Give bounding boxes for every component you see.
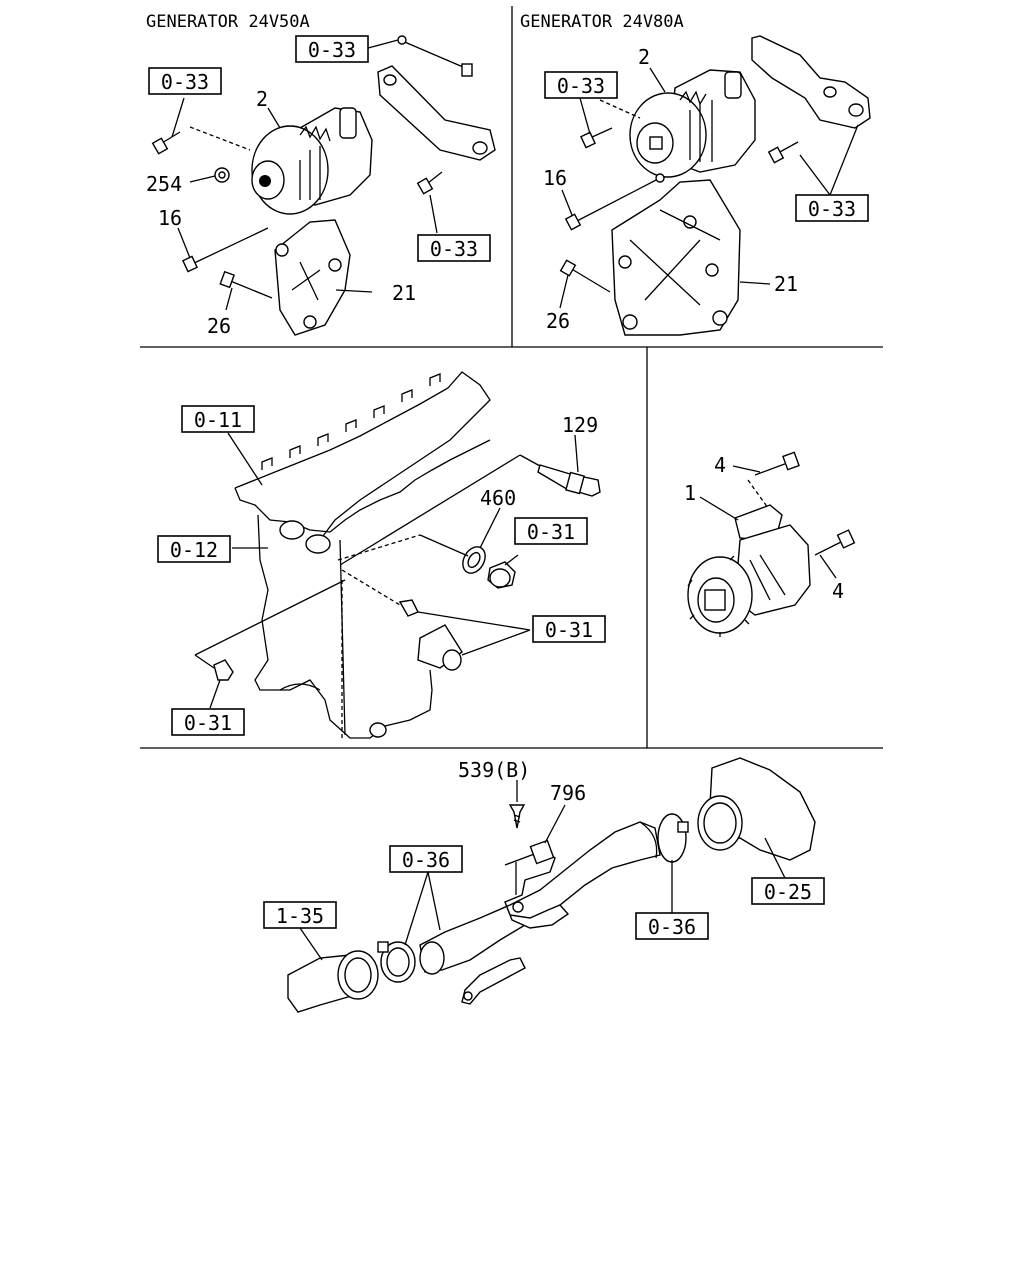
svg-text:0-31: 0-31 [545, 618, 593, 642]
sensor-bracket [504, 839, 570, 929]
leaders-intake [299, 780, 786, 961]
part-4-top-label: 4 [714, 453, 726, 477]
lower-bracket-80a [611, 179, 741, 336]
ref-0-33-left-80a[interactable]: 0-33 [544, 71, 618, 99]
svg-text:0-36: 0-36 [402, 848, 450, 872]
ref-0-36-right[interactable]: 0-36 [635, 912, 709, 940]
ref-0-36-left[interactable]: 0-36 [389, 845, 463, 873]
part-460-label: 460 [480, 486, 516, 510]
part-4-right-label: 4 [832, 579, 844, 603]
ref-0-12[interactable]: 0-12 [157, 535, 231, 563]
panel-dividers [140, 6, 883, 749]
leaders-50a [171, 39, 438, 311]
part-129-label: 129 [562, 413, 598, 437]
gasket-460 [462, 546, 486, 574]
svg-text:0-33: 0-33 [557, 74, 605, 98]
upper-bracket-50a [377, 35, 496, 161]
part-21-80a-label: 21 [774, 272, 798, 296]
svg-text:0-25: 0-25 [764, 880, 812, 904]
ref-1-35[interactable]: 1-35 [263, 901, 337, 929]
ref-0-31-middle[interactable]: 0-31 [532, 615, 606, 643]
starter-bolts [754, 451, 856, 556]
intake-panel: 0-36 1-35 0-36 0-25 539(B) 796 [263, 757, 825, 1013]
svg-text:1-35: 1-35 [276, 904, 324, 928]
temperature-sensor-129 [537, 464, 601, 497]
part-16-label: 16 [158, 206, 182, 230]
part-16-80a-label: 16 [543, 166, 567, 190]
alternator-80a-drawing [629, 69, 756, 178]
ref-0-33-right[interactable]: 0-33 [417, 234, 491, 262]
part-26-80a-label: 26 [546, 309, 570, 333]
ref-0-31-lower[interactable]: 0-31 [171, 708, 245, 736]
hose-clamps [377, 813, 689, 983]
plug-0-31-upper [487, 561, 516, 589]
ref-0-25[interactable]: 0-25 [751, 877, 825, 905]
lower-bracket-50a [274, 219, 351, 336]
ref-0-33-left[interactable]: 0-33 [148, 67, 222, 95]
svg-text:0-31: 0-31 [527, 520, 575, 544]
svg-text:0-36: 0-36 [648, 915, 696, 939]
ref-0-33-right-80a[interactable]: 0-33 [795, 194, 869, 222]
ref-0-11[interactable]: 0-11 [181, 405, 255, 433]
screw-539b [508, 804, 526, 829]
leaders-engine [194, 432, 579, 740]
part-21-label: 21 [392, 281, 416, 305]
generator-24v80a-panel: GENERATOR 24V80A [520, 12, 871, 336]
engine-block-drawing [234, 371, 491, 739]
bolts-80a [559, 127, 799, 293]
svg-text:0-33: 0-33 [308, 38, 356, 62]
plug-0-31-lower [213, 659, 234, 681]
panel-title-gen50: GENERATOR 24V50A [146, 12, 310, 32]
ref-0-33-top[interactable]: 0-33 [295, 35, 369, 63]
elbow-hose [697, 757, 816, 861]
upper-bracket-80a [751, 35, 871, 129]
svg-text:0-33: 0-33 [161, 70, 209, 94]
bolts-50a [151, 131, 443, 299]
part-254-label: 254 [146, 172, 182, 196]
ref-0-31-upper[interactable]: 0-31 [514, 517, 588, 545]
svg-text:0-33: 0-33 [430, 237, 478, 261]
left-hose [287, 950, 379, 1013]
intake-pipe [419, 821, 661, 1005]
part-539b-label: 539(B) [458, 758, 530, 782]
starter-motor-drawing [687, 504, 811, 637]
svg-text:0-11: 0-11 [194, 408, 242, 432]
part-2-label: 2 [256, 87, 268, 111]
fitting-and-sleeve [398, 599, 463, 671]
engine-block-panel: 0-11 0-12 0-31 0-31 0-31 129 460 [157, 371, 606, 740]
generator-24v50a-panel: GENERATOR 24V50A [146, 12, 496, 338]
part-26-label: 26 [207, 314, 231, 338]
leaders-starter [699, 465, 837, 579]
svg-text:0-12: 0-12 [170, 538, 218, 562]
part-1-label: 1 [684, 481, 696, 505]
svg-text:0-31: 0-31 [184, 711, 232, 735]
alternator-50a-drawing [251, 107, 373, 215]
part-796-label: 796 [550, 781, 586, 805]
leaders-80a [559, 67, 859, 309]
part-2-80a-label: 2 [638, 45, 650, 69]
svg-text:0-33: 0-33 [808, 197, 856, 221]
panel-title-gen80: GENERATOR 24V80A [520, 12, 684, 32]
starter-panel: 4 1 4 [684, 451, 856, 637]
